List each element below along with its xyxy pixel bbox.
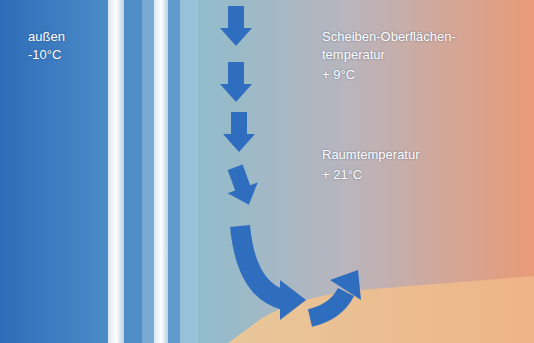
glass-pane xyxy=(108,0,124,343)
temperature-label: + 21°C xyxy=(322,166,362,184)
outside-air xyxy=(0,0,110,343)
arrow xyxy=(330,270,361,300)
pane-gap xyxy=(168,0,180,343)
arrow xyxy=(310,292,346,318)
arrow xyxy=(220,62,252,102)
temperature-label: Raumtemperatur xyxy=(322,146,420,164)
arrow xyxy=(223,112,255,152)
glass-pane xyxy=(142,0,154,343)
arrow xyxy=(240,226,284,300)
temperature-label: Scheiben-Oberflächen- temperatur xyxy=(322,28,482,64)
arrow xyxy=(220,162,264,211)
arrow xyxy=(280,280,306,320)
glass-pane xyxy=(180,0,198,343)
temperature-label: außen -10°C xyxy=(28,28,65,64)
arrow xyxy=(220,6,252,46)
glass-pane xyxy=(154,0,168,343)
room-air xyxy=(196,0,534,343)
temperature-label: + 9°C xyxy=(322,66,355,84)
pane-gap xyxy=(124,0,142,343)
